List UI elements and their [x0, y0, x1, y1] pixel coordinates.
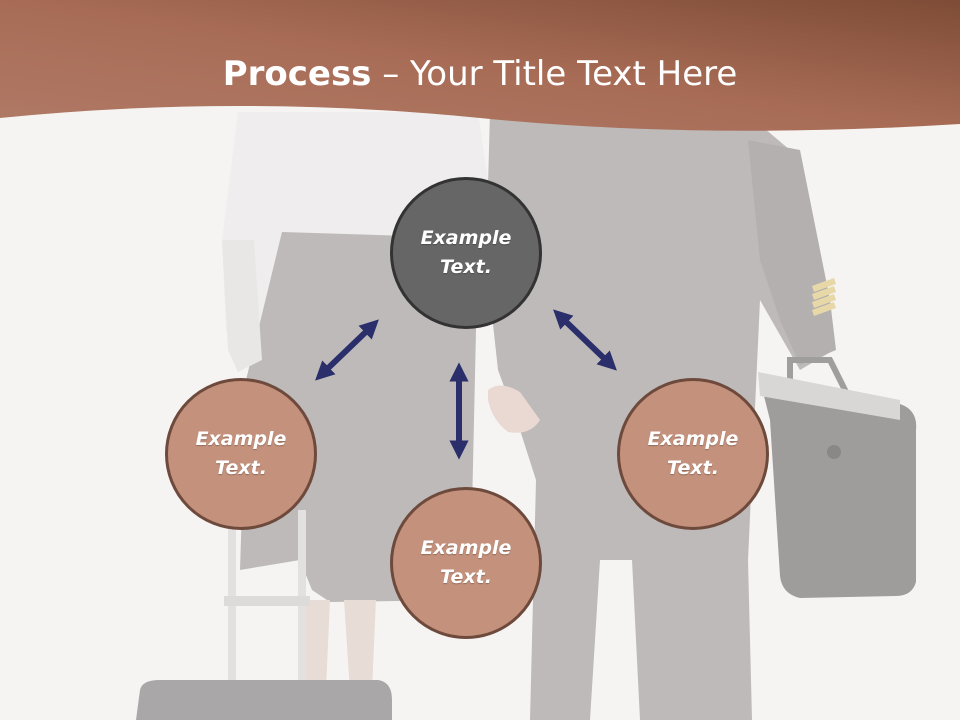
right-node-label: Example Text. [647, 428, 739, 479]
center-node-label: Example Text. [420, 227, 512, 278]
header-band [0, 0, 960, 131]
left-node: Example Text. [165, 378, 317, 530]
double-arrow-icon [553, 309, 617, 371]
center-node: Example Text. [390, 177, 542, 329]
right-node: Example Text. [617, 378, 769, 530]
title-bold-text: Process [222, 54, 372, 94]
slide-title: Process – Your Title Text Here [0, 52, 960, 96]
double-arrow-icon [315, 319, 379, 381]
left-node-label: Example Text. [195, 428, 287, 479]
title-rest-text: – Your Title Text Here [371, 54, 738, 94]
bottom-node: Example Text. [390, 487, 542, 639]
bottom-node-label: Example Text. [420, 537, 512, 588]
